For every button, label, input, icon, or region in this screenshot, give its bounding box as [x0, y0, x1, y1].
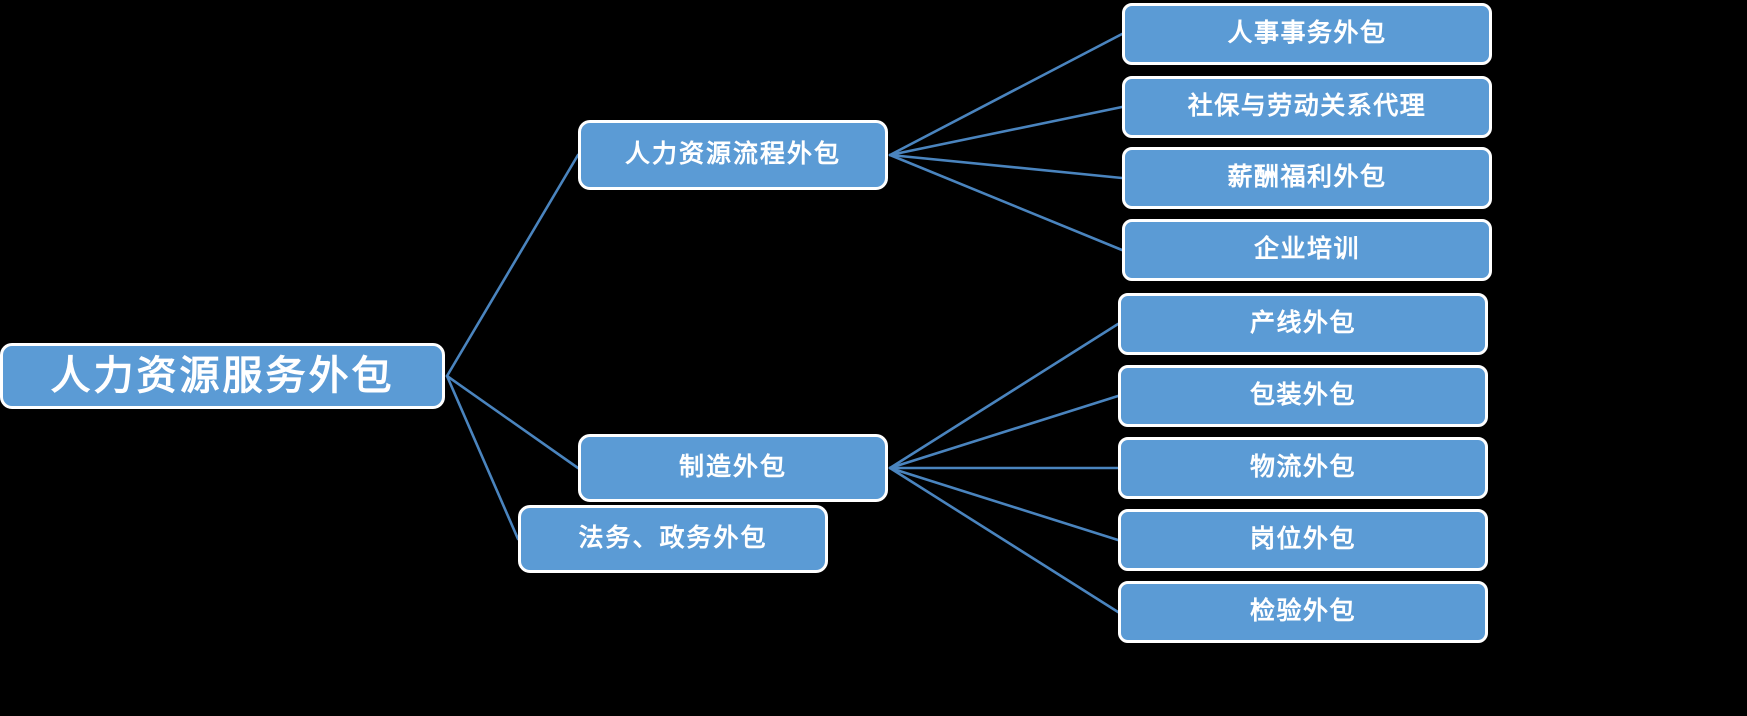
leaf-node-logistics[interactable]: 物流外包 [1118, 437, 1488, 499]
leaf-node-label: 薪酬福利外包 [1227, 163, 1387, 192]
connector-mfg-to-leaf-4 [888, 466, 1120, 542]
leaf-node-packaging[interactable]: 包装外包 [1118, 365, 1488, 427]
leaf-node-corporate-training[interactable]: 企业培训 [1122, 219, 1492, 281]
branch-node-manufacturing[interactable]: 制造外包 [578, 434, 888, 502]
connector-mfg-to-leaf-2 [888, 394, 1120, 470]
leaf-node-label: 岗位外包 [1249, 525, 1356, 554]
leaf-node-social-insurance[interactable]: 社保与劳动关系代理 [1122, 76, 1492, 138]
leaf-node-label: 社保与劳动关系代理 [1187, 92, 1427, 121]
root-node[interactable]: 人力资源服务外包 [0, 343, 445, 409]
leaf-node-label: 检验外包 [1249, 597, 1356, 626]
leaf-node-label: 包装外包 [1249, 381, 1356, 410]
leaf-node-job-position[interactable]: 岗位外包 [1118, 509, 1488, 571]
branch-node-label: 制造外包 [678, 453, 787, 482]
leaf-node-hr-affairs[interactable]: 人事事务外包 [1122, 3, 1492, 65]
connector-root-to-manufacturing [445, 374, 580, 470]
connector-root-to-legal-gov [445, 374, 520, 541]
branch-node-hr-process[interactable]: 人力资源流程外包 [578, 120, 888, 190]
leaf-node-label: 人事事务外包 [1227, 19, 1387, 48]
leaf-node-label: 产线外包 [1249, 309, 1356, 338]
leaf-node-label: 企业培训 [1253, 235, 1360, 264]
connector-hr-to-leaf-3 [888, 153, 1124, 180]
branch-node-label: 人力资源流程外包 [624, 140, 841, 169]
connector-mfg-to-leaf-5 [888, 466, 1120, 614]
leaf-node-inspection[interactable]: 检验外包 [1118, 581, 1488, 643]
branch-node-label: 法务、政务外包 [578, 524, 768, 553]
connector-hr-to-leaf-1 [888, 32, 1124, 157]
connector-mfg-to-leaf-1 [888, 322, 1120, 470]
connector-hr-to-leaf-2 [888, 105, 1124, 157]
leaf-node-label: 物流外包 [1249, 453, 1356, 482]
root-node-label: 人力资源服务外包 [50, 354, 395, 398]
branch-node-legal-gov[interactable]: 法务、政务外包 [518, 505, 828, 573]
leaf-node-payroll-benefits[interactable]: 薪酬福利外包 [1122, 147, 1492, 209]
connector-hr-to-leaf-4 [888, 153, 1124, 252]
leaf-node-production-line[interactable]: 产线外包 [1118, 293, 1488, 355]
connector-root-to-hr-process [445, 153, 580, 378]
